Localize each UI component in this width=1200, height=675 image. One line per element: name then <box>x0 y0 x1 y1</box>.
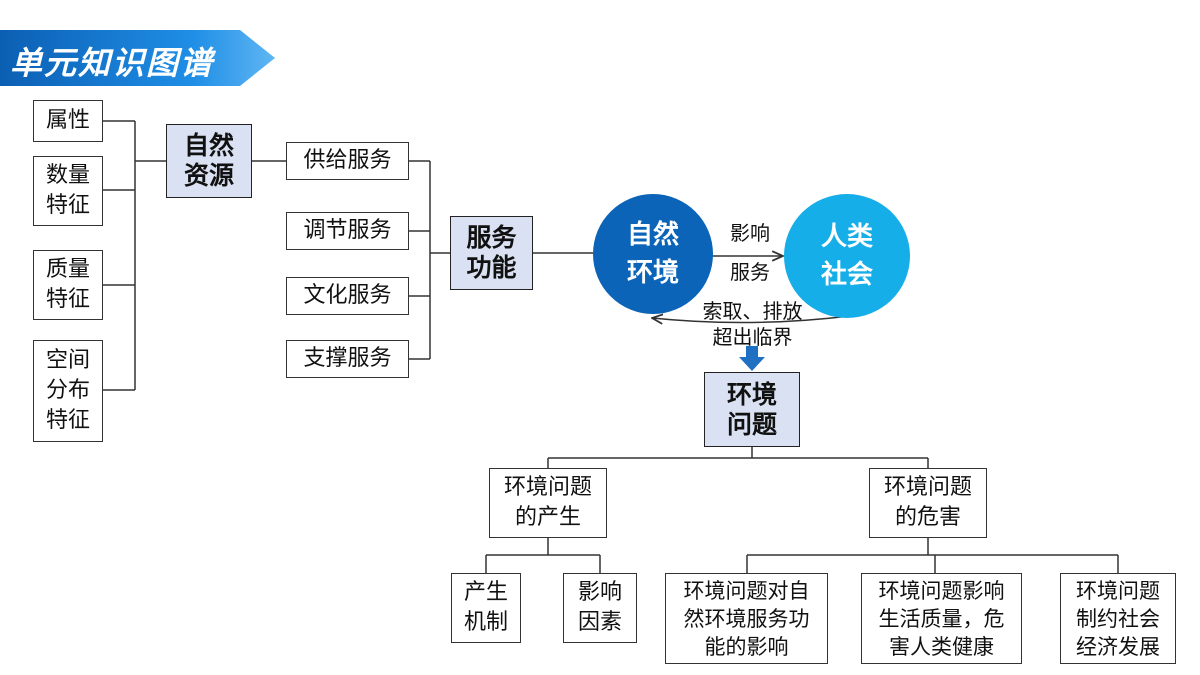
mechanism-box: 产生机制 <box>451 573 521 643</box>
harms-label: 环境问题的危害 <box>883 475 972 530</box>
harm-box-health: 环境问题影响生活质量，危害人类健康 <box>861 573 1022 664</box>
extract-label: 索取、排放 <box>702 299 803 323</box>
harm-box-economy: 环境问题制约社会经济发展 <box>1060 573 1176 664</box>
attribute-label: 质量特征 <box>45 257 90 312</box>
service-relation-label: 服务 <box>730 260 770 284</box>
title-banner: 单元知识图谱 <box>0 30 275 86</box>
service-function-box: 服务功能 <box>450 216 533 290</box>
service-label: 调节服务 <box>303 218 392 243</box>
harm-label: 环境问题影响生活质量，危害人类健康 <box>878 578 1005 659</box>
down-arrow-icon <box>739 346 765 371</box>
harm-label: 环境问题制约社会经济发展 <box>1076 578 1160 659</box>
causes-box: 环境问题的产生 <box>489 468 607 538</box>
service-box-culture: 文化服务 <box>286 277 409 315</box>
attribute-box: 数量特征 <box>33 156 103 226</box>
society-circle: 人类社会 <box>784 194 910 318</box>
harm-label: 环境问题对自然环境服务功能的影响 <box>683 578 810 659</box>
service-function-label: 服务功能 <box>466 223 517 282</box>
harm-box-nature: 环境问题对自然环境服务功能的影响 <box>665 573 828 664</box>
natural-resources-box: 自然资源 <box>166 124 252 198</box>
nature-circle-label: 自然环境 <box>626 220 679 288</box>
attribute-box: 质量特征 <box>33 250 103 320</box>
page-title: 单元知识图谱 <box>10 44 215 82</box>
attribute-label: 空间分布特征 <box>45 348 90 433</box>
env-problem-label: 环境问题 <box>726 379 777 439</box>
service-label: 文化服务 <box>303 283 392 308</box>
attribute-box: 属性 <box>33 100 103 142</box>
harms-box: 环境问题的危害 <box>869 468 987 538</box>
society-circle-label: 人类社会 <box>820 222 873 290</box>
influence-label: 影响 <box>730 221 770 245</box>
factors-label: 影响因素 <box>577 580 622 635</box>
natural-resources-label: 自然资源 <box>183 131 234 190</box>
service-box-regulate: 调节服务 <box>286 212 409 250</box>
causes-label: 环境问题的产生 <box>503 475 592 530</box>
nature-circle: 自然环境 <box>593 194 713 314</box>
service-box-supply: 供给服务 <box>286 142 409 180</box>
attribute-label: 属性 <box>45 108 90 133</box>
env-problem-box: 环境问题 <box>704 372 800 447</box>
service-box-support: 支撑服务 <box>286 340 409 378</box>
mechanism-label: 产生机制 <box>463 580 508 635</box>
service-label: 支撑服务 <box>303 346 392 371</box>
factors-box: 影响因素 <box>563 573 637 643</box>
attribute-label: 数量特征 <box>45 163 90 218</box>
attribute-box: 空间分布特征 <box>33 340 103 442</box>
exceed-label: 超出临界 <box>712 325 793 349</box>
service-label: 供给服务 <box>303 148 392 173</box>
